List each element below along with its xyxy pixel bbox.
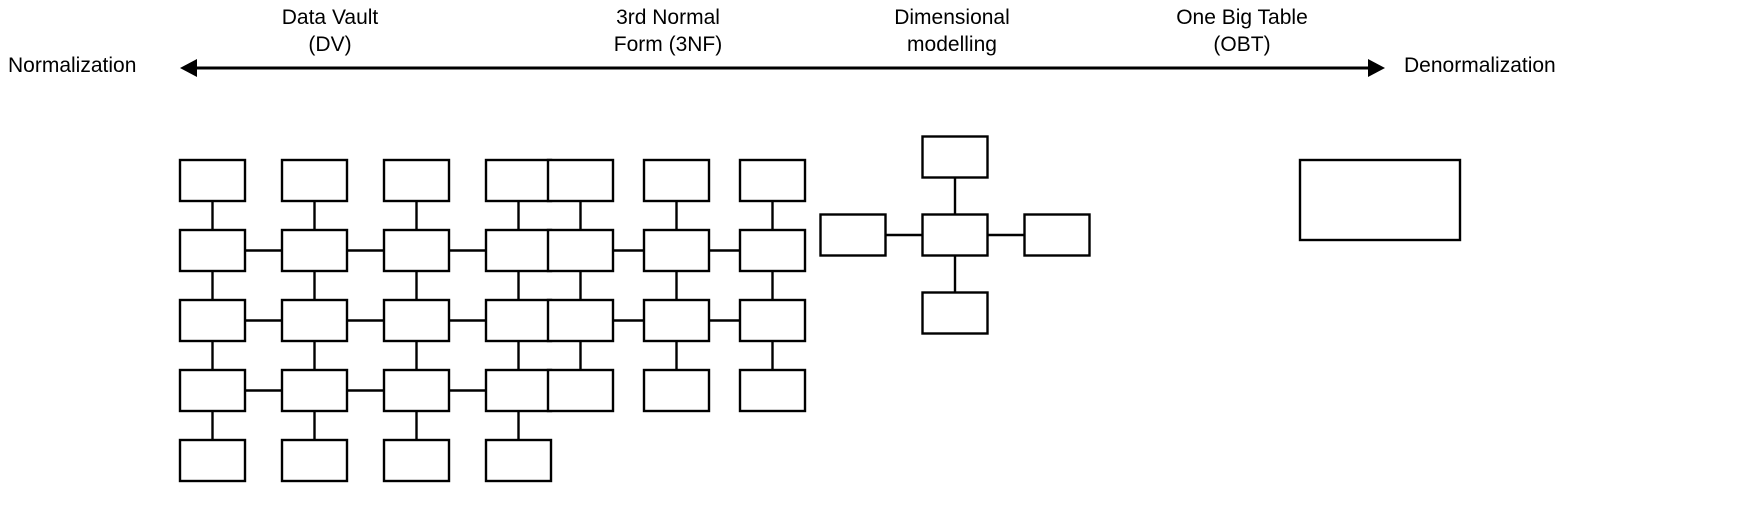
node-rect — [382, 298, 451, 343]
axis-right-label: Denormalization — [1404, 54, 1556, 77]
category-label-line2: (OBT) — [1213, 33, 1271, 56]
node-rect — [484, 228, 553, 273]
node-box[interactable] — [546, 228, 615, 273]
node-rect — [178, 158, 247, 203]
node-box[interactable] — [178, 368, 247, 413]
node-box[interactable] — [178, 438, 247, 483]
node-box[interactable] — [484, 158, 553, 203]
node-rect — [642, 228, 711, 273]
category-label-one-big-table: One Big Table (OBT) — [1176, 4, 1308, 58]
node-rect — [484, 368, 553, 413]
node-rect — [382, 438, 451, 483]
node-box[interactable] — [280, 228, 349, 273]
node-box[interactable] — [382, 228, 451, 273]
category-label-line1: One Big Table — [1176, 6, 1308, 29]
axis-left-label: Normalization — [8, 54, 137, 77]
cluster-one-big-table-box — [1298, 158, 1462, 242]
node-box[interactable] — [738, 298, 807, 343]
node-rect — [484, 298, 553, 343]
category-label-line2: (DV) — [308, 33, 352, 56]
normalization-axis — [180, 59, 1385, 77]
node-box[interactable] — [382, 368, 451, 413]
node-box-center[interactable] — [921, 213, 989, 257]
node-box[interactable] — [484, 298, 553, 343]
cluster-data-vault-grid — [178, 158, 553, 483]
category-label-line1: 3rd Normal — [616, 6, 720, 29]
node-box[interactable] — [546, 158, 615, 203]
node-rect — [738, 158, 807, 203]
node-box[interactable] — [546, 368, 615, 413]
node-box[interactable] — [738, 158, 807, 203]
node-rect — [280, 438, 349, 483]
schema-clusters — [178, 135, 1462, 483]
node-box[interactable] — [546, 298, 615, 343]
node-rect — [642, 368, 711, 413]
node-box[interactable] — [382, 298, 451, 343]
node-box[interactable] — [738, 368, 807, 413]
category-label-third-normal-form: 3rd Normal Form (3NF) — [614, 4, 723, 58]
node-box[interactable] — [280, 158, 349, 203]
category-label-line2: modelling — [907, 33, 997, 56]
node-box[interactable] — [484, 438, 553, 483]
node-rect — [546, 298, 615, 343]
node-rect — [546, 228, 615, 273]
node-rect — [1023, 213, 1091, 257]
node-rect — [280, 228, 349, 273]
node-rect — [484, 158, 553, 203]
node-box[interactable] — [484, 368, 553, 413]
node-rect — [546, 368, 615, 413]
node-rect — [484, 438, 553, 483]
node-rect — [382, 228, 451, 273]
node-box[interactable] — [738, 228, 807, 273]
node-box[interactable] — [921, 291, 989, 335]
category-label-dimensional-modelling: Dimensional modelling — [894, 4, 1010, 58]
node-box[interactable] — [280, 368, 349, 413]
node-box[interactable] — [1023, 213, 1091, 257]
node-rect — [921, 291, 989, 335]
node-box[interactable] — [1298, 158, 1462, 242]
node-box[interactable] — [642, 298, 711, 343]
node-rect — [280, 368, 349, 413]
category-label-line2: Form (3NF) — [613, 33, 723, 56]
node-box[interactable] — [280, 438, 349, 483]
node-rect — [642, 158, 711, 203]
node-box[interactable] — [642, 368, 711, 413]
axis-arrowhead-right — [1368, 59, 1385, 77]
node-rect — [921, 213, 989, 257]
node-rect — [178, 438, 247, 483]
category-label-line1: Data Vault — [281, 6, 379, 29]
node-rect — [178, 368, 247, 413]
node-rect — [382, 158, 451, 203]
node-rect — [819, 213, 887, 257]
node-box[interactable] — [642, 158, 711, 203]
node-rect — [280, 158, 349, 203]
node-rect — [642, 298, 711, 343]
node-rect — [921, 135, 989, 179]
node-rect — [280, 298, 349, 343]
category-label-line1: Dimensional — [894, 6, 1010, 29]
node-box[interactable] — [382, 438, 451, 483]
node-rect — [738, 298, 807, 343]
node-box[interactable] — [178, 298, 247, 343]
node-box[interactable] — [382, 158, 451, 203]
node-rect — [546, 158, 615, 203]
node-box[interactable] — [178, 228, 247, 273]
axis-arrowhead-left — [180, 59, 197, 77]
node-rect — [1298, 158, 1462, 242]
cluster-dimensional-star — [819, 135, 1091, 335]
node-rect — [382, 368, 451, 413]
node-box[interactable] — [642, 228, 711, 273]
node-rect — [178, 298, 247, 343]
node-rect — [738, 368, 807, 413]
node-rect — [178, 228, 247, 273]
node-box[interactable] — [921, 135, 989, 179]
node-rect — [738, 228, 807, 273]
category-label-data-vault: Data Vault (DV) — [282, 4, 379, 58]
node-box[interactable] — [280, 298, 349, 343]
node-box[interactable] — [484, 228, 553, 273]
cluster-third-normal-form-grid — [546, 158, 807, 413]
node-box[interactable] — [178, 158, 247, 203]
node-box[interactable] — [819, 213, 887, 257]
